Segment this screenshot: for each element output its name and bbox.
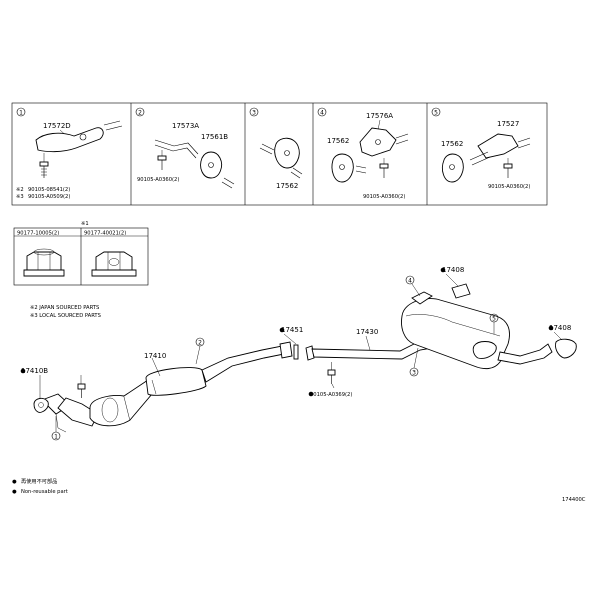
leader-lines (39, 273, 563, 432)
nut-box-mark: ※1 (81, 221, 89, 227)
tail-pipe-shape (472, 341, 497, 359)
bolt-icon (503, 163, 513, 169)
inset-1-index: 1 (19, 109, 23, 116)
inset-2-index: 2 (138, 109, 142, 116)
nut-part-1: 90177-10005(2) (17, 231, 59, 237)
inset-1-bolt-mark-1: ※2 (16, 187, 24, 193)
inset-4-index: 4 (320, 109, 324, 116)
callout-3-text: 3 (412, 369, 416, 376)
gasket-shape (293, 344, 299, 360)
callout-4-text: 4 (408, 277, 412, 284)
center-bolt-label: 90105-A0369(2) (310, 392, 352, 398)
callout-5-text: 5 (492, 315, 496, 322)
non-reusable-dot (20, 368, 26, 374)
catalytic-converter-shape (89, 395, 131, 427)
hanger-right-label: 17408 (549, 324, 571, 332)
bolt-icon (157, 155, 167, 161)
hanger-bracket-shape (35, 127, 104, 153)
inset-2-bolt: 90105-A0360(2) (137, 177, 179, 183)
rubber-hanger-icon (555, 338, 577, 359)
inset-2: 2 17573A 17561B 90105-A0360(2) (135, 107, 235, 189)
inset-5-part-label-2: 17527 (497, 120, 519, 128)
callout-5: 5 (489, 313, 499, 323)
inset-4-part-label-2: 17576A (366, 112, 393, 120)
inset-panel: 1 17572D ※2 90105-08541(2) ※3 90105-A050… (11, 102, 548, 206)
legend-symbol-1: ● (12, 479, 17, 485)
inset-1-bolt-1: 90105-08541(2) (28, 187, 70, 193)
hanger-top (451, 283, 471, 299)
bracket-shape (154, 139, 199, 159)
bolt-icon (77, 383, 86, 390)
inset-1: 1 17572D ※2 90105-08541(2) ※3 90105-A050… (16, 107, 123, 200)
inset-4: 4 17576A 17562 90105-A0360(2) (317, 107, 409, 200)
center-pipe-label: 17430 (356, 328, 378, 336)
inset-1-bolt-2: 90105-A0509(2) (28, 194, 70, 200)
legend-text-2: Non-reusable part (21, 489, 68, 495)
gasket-front-label: 17410B (21, 367, 48, 375)
source-note-2: ※3 LOCAL SOURCED PARTS (30, 313, 101, 319)
exhaust-assembly: 17410 17410B 17451 17430 17408 17408 901… (20, 266, 577, 441)
callout-1: 1 (51, 431, 61, 441)
inset-5-index: 5 (434, 109, 438, 116)
callout-2: 2 (195, 337, 205, 347)
rubber-mount-shape (274, 137, 300, 169)
inset-1-bolt-mark-2: ※3 (16, 194, 24, 200)
center-pipe-assembly (293, 339, 433, 361)
hanger-right (555, 338, 577, 359)
rubber-mount-shape (441, 153, 464, 183)
callout-2-text: 2 (198, 339, 202, 346)
gasket-mid-label: 17451 (281, 326, 303, 334)
non-reusable-dot (548, 325, 554, 331)
inset-1-part-label: 17572D (43, 122, 71, 130)
inset-3-index: 3 (252, 109, 256, 116)
callout-3: 3 (409, 367, 419, 377)
nut-box: ※1 90177-10005(2) 90177-40021(2) (13, 221, 149, 286)
hanger-top-label: 17408 (442, 266, 464, 274)
legend-text-1: 再使用不可部品 (21, 477, 57, 485)
legend: ● 再使用不可部品 ● Non-reusable part (12, 477, 68, 495)
inset-5-part-label-1: 17562 (441, 140, 463, 148)
inset-5: 5 17527 17562 90105-A0360(2) (431, 107, 530, 190)
bracket-shape (477, 133, 519, 159)
non-reusable-dot (440, 267, 446, 273)
front-pipe-label: 17410 (144, 352, 166, 360)
rubber-hanger-icon (451, 283, 471, 299)
front-pipe-flange (279, 341, 293, 359)
inset-3-part-label: 17562 (276, 182, 298, 190)
figure-code: 174400C (562, 497, 586, 503)
legend-symbol-2: ● (12, 489, 17, 495)
inset-4-part-label-1: 17562 (327, 137, 349, 145)
front-pipe-assembly (41, 341, 293, 433)
gasket-icon (33, 397, 49, 413)
callout-1-text: 1 (54, 433, 58, 440)
inset-2-part-label-2: 17561B (201, 133, 228, 141)
inset-5-bolt: 90105-A0360(2) (488, 184, 530, 190)
source-note-1: ※2 JAPAN SOURCED PARTS (30, 305, 99, 311)
rubber-mount-shape (331, 153, 354, 183)
inset-4-bolt: 90105-A0360(2) (363, 194, 405, 200)
bolt-icon (379, 163, 389, 169)
bracket-shape (359, 127, 397, 157)
muffler-assembly (401, 291, 553, 370)
callout-4: 4 (405, 275, 415, 285)
flange-nut-icon (23, 248, 65, 277)
muffler-shape (401, 298, 510, 370)
non-reusable-dot (308, 391, 314, 397)
rubber-mount-shape (200, 151, 222, 179)
nut-part-2: 90177-40021(2) (84, 231, 126, 237)
bolt-icon (327, 369, 336, 376)
bolt-icon (39, 161, 49, 167)
hex-nut-icon (91, 251, 137, 277)
inset-3: 3 17562 (249, 107, 303, 190)
inset-1-index-circle (16, 107, 26, 117)
inset-2-part-label-1: 17573A (172, 122, 199, 130)
non-reusable-dot (279, 327, 285, 333)
